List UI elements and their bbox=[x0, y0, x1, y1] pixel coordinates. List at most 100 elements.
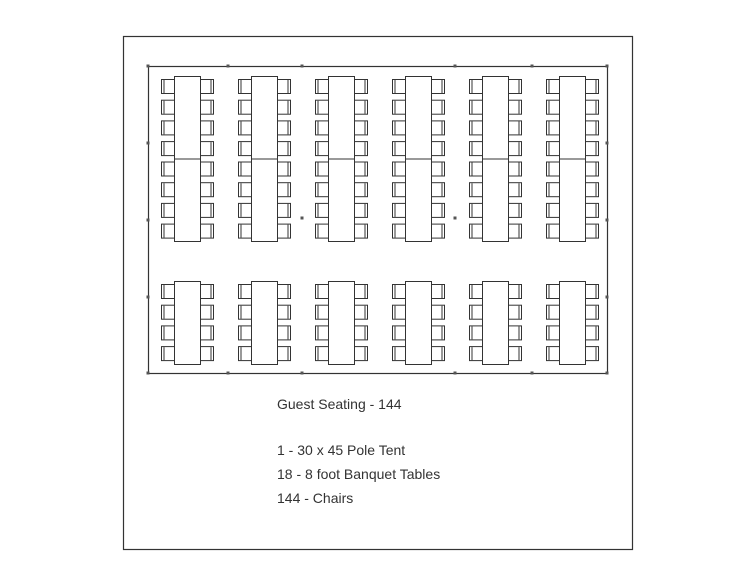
chair bbox=[392, 346, 406, 362]
chair bbox=[392, 284, 406, 299]
chair bbox=[354, 284, 368, 299]
chair bbox=[546, 161, 560, 177]
chair bbox=[315, 304, 329, 320]
chair bbox=[546, 223, 560, 239]
chair bbox=[546, 141, 560, 157]
chair bbox=[161, 161, 175, 177]
chair bbox=[238, 202, 252, 218]
chair bbox=[277, 346, 291, 362]
banquet-table bbox=[251, 76, 278, 160]
chair bbox=[585, 79, 599, 94]
chair bbox=[161, 182, 175, 198]
tent-pole-marker bbox=[453, 216, 457, 220]
chair bbox=[200, 325, 214, 341]
chair bbox=[161, 141, 175, 157]
chair bbox=[354, 79, 368, 94]
tent-pole-marker bbox=[300, 371, 304, 375]
banquet-table bbox=[559, 158, 586, 242]
chair bbox=[200, 223, 214, 239]
chair bbox=[431, 120, 445, 136]
chair bbox=[277, 99, 291, 115]
chair bbox=[277, 79, 291, 94]
chair bbox=[238, 346, 252, 362]
chair bbox=[392, 182, 406, 198]
chair bbox=[546, 99, 560, 115]
chair bbox=[546, 182, 560, 198]
chair bbox=[469, 161, 483, 177]
banquet-table bbox=[174, 281, 201, 365]
chair bbox=[200, 304, 214, 320]
chair bbox=[585, 120, 599, 136]
chair bbox=[315, 79, 329, 94]
item-chairs: 144 - Chairs bbox=[277, 490, 354, 506]
chair bbox=[354, 161, 368, 177]
item-tables: 18 - 8 foot Banquet Tables bbox=[277, 466, 441, 482]
chair bbox=[238, 304, 252, 320]
chair bbox=[392, 202, 406, 218]
chair bbox=[315, 284, 329, 299]
chair bbox=[277, 223, 291, 239]
chair bbox=[161, 346, 175, 362]
tent-pole-marker bbox=[226, 64, 230, 68]
banquet-table bbox=[174, 76, 201, 160]
chair bbox=[431, 141, 445, 157]
banquet-table bbox=[559, 76, 586, 160]
chair bbox=[161, 99, 175, 115]
chair bbox=[469, 223, 483, 239]
banquet-table bbox=[405, 281, 432, 365]
chair bbox=[238, 79, 252, 94]
chair bbox=[585, 161, 599, 177]
tent-pole-marker bbox=[226, 371, 230, 375]
chair bbox=[469, 141, 483, 157]
chair bbox=[431, 182, 445, 198]
chair bbox=[315, 182, 329, 198]
chair bbox=[431, 99, 445, 115]
chair bbox=[546, 304, 560, 320]
tent-pole-marker bbox=[453, 64, 457, 68]
chair bbox=[238, 161, 252, 177]
chair bbox=[238, 120, 252, 136]
tent-pole-marker bbox=[146, 218, 150, 222]
chair bbox=[200, 182, 214, 198]
banquet-table bbox=[328, 76, 355, 160]
chair bbox=[200, 99, 214, 115]
chair bbox=[200, 161, 214, 177]
chair bbox=[469, 120, 483, 136]
chair bbox=[546, 284, 560, 299]
chair bbox=[431, 346, 445, 362]
chair bbox=[508, 182, 522, 198]
chair bbox=[200, 79, 214, 94]
chair bbox=[315, 223, 329, 239]
chair bbox=[585, 223, 599, 239]
chair bbox=[546, 325, 560, 341]
chair bbox=[546, 346, 560, 362]
banquet-table bbox=[174, 158, 201, 242]
chair bbox=[392, 79, 406, 94]
banquet-table bbox=[559, 281, 586, 365]
chair bbox=[161, 202, 175, 218]
chair bbox=[315, 202, 329, 218]
chair bbox=[469, 79, 483, 94]
chair bbox=[431, 161, 445, 177]
chair bbox=[508, 223, 522, 239]
item-tent: 1 - 30 x 45 Pole Tent bbox=[277, 442, 406, 458]
plan-title: Guest Seating - 144 bbox=[277, 396, 402, 412]
chair bbox=[508, 141, 522, 157]
chair bbox=[161, 79, 175, 94]
chair bbox=[354, 182, 368, 198]
chair bbox=[431, 202, 445, 218]
chair bbox=[585, 284, 599, 299]
tent-pole-marker bbox=[453, 371, 457, 375]
chair bbox=[354, 304, 368, 320]
chair bbox=[277, 120, 291, 136]
chair bbox=[354, 141, 368, 157]
chair bbox=[546, 120, 560, 136]
tent-pole-marker bbox=[605, 371, 609, 375]
chair bbox=[431, 325, 445, 341]
chair bbox=[392, 223, 406, 239]
chair bbox=[238, 99, 252, 115]
banquet-table bbox=[328, 281, 355, 365]
chair bbox=[508, 284, 522, 299]
chair bbox=[508, 202, 522, 218]
chair bbox=[508, 346, 522, 362]
